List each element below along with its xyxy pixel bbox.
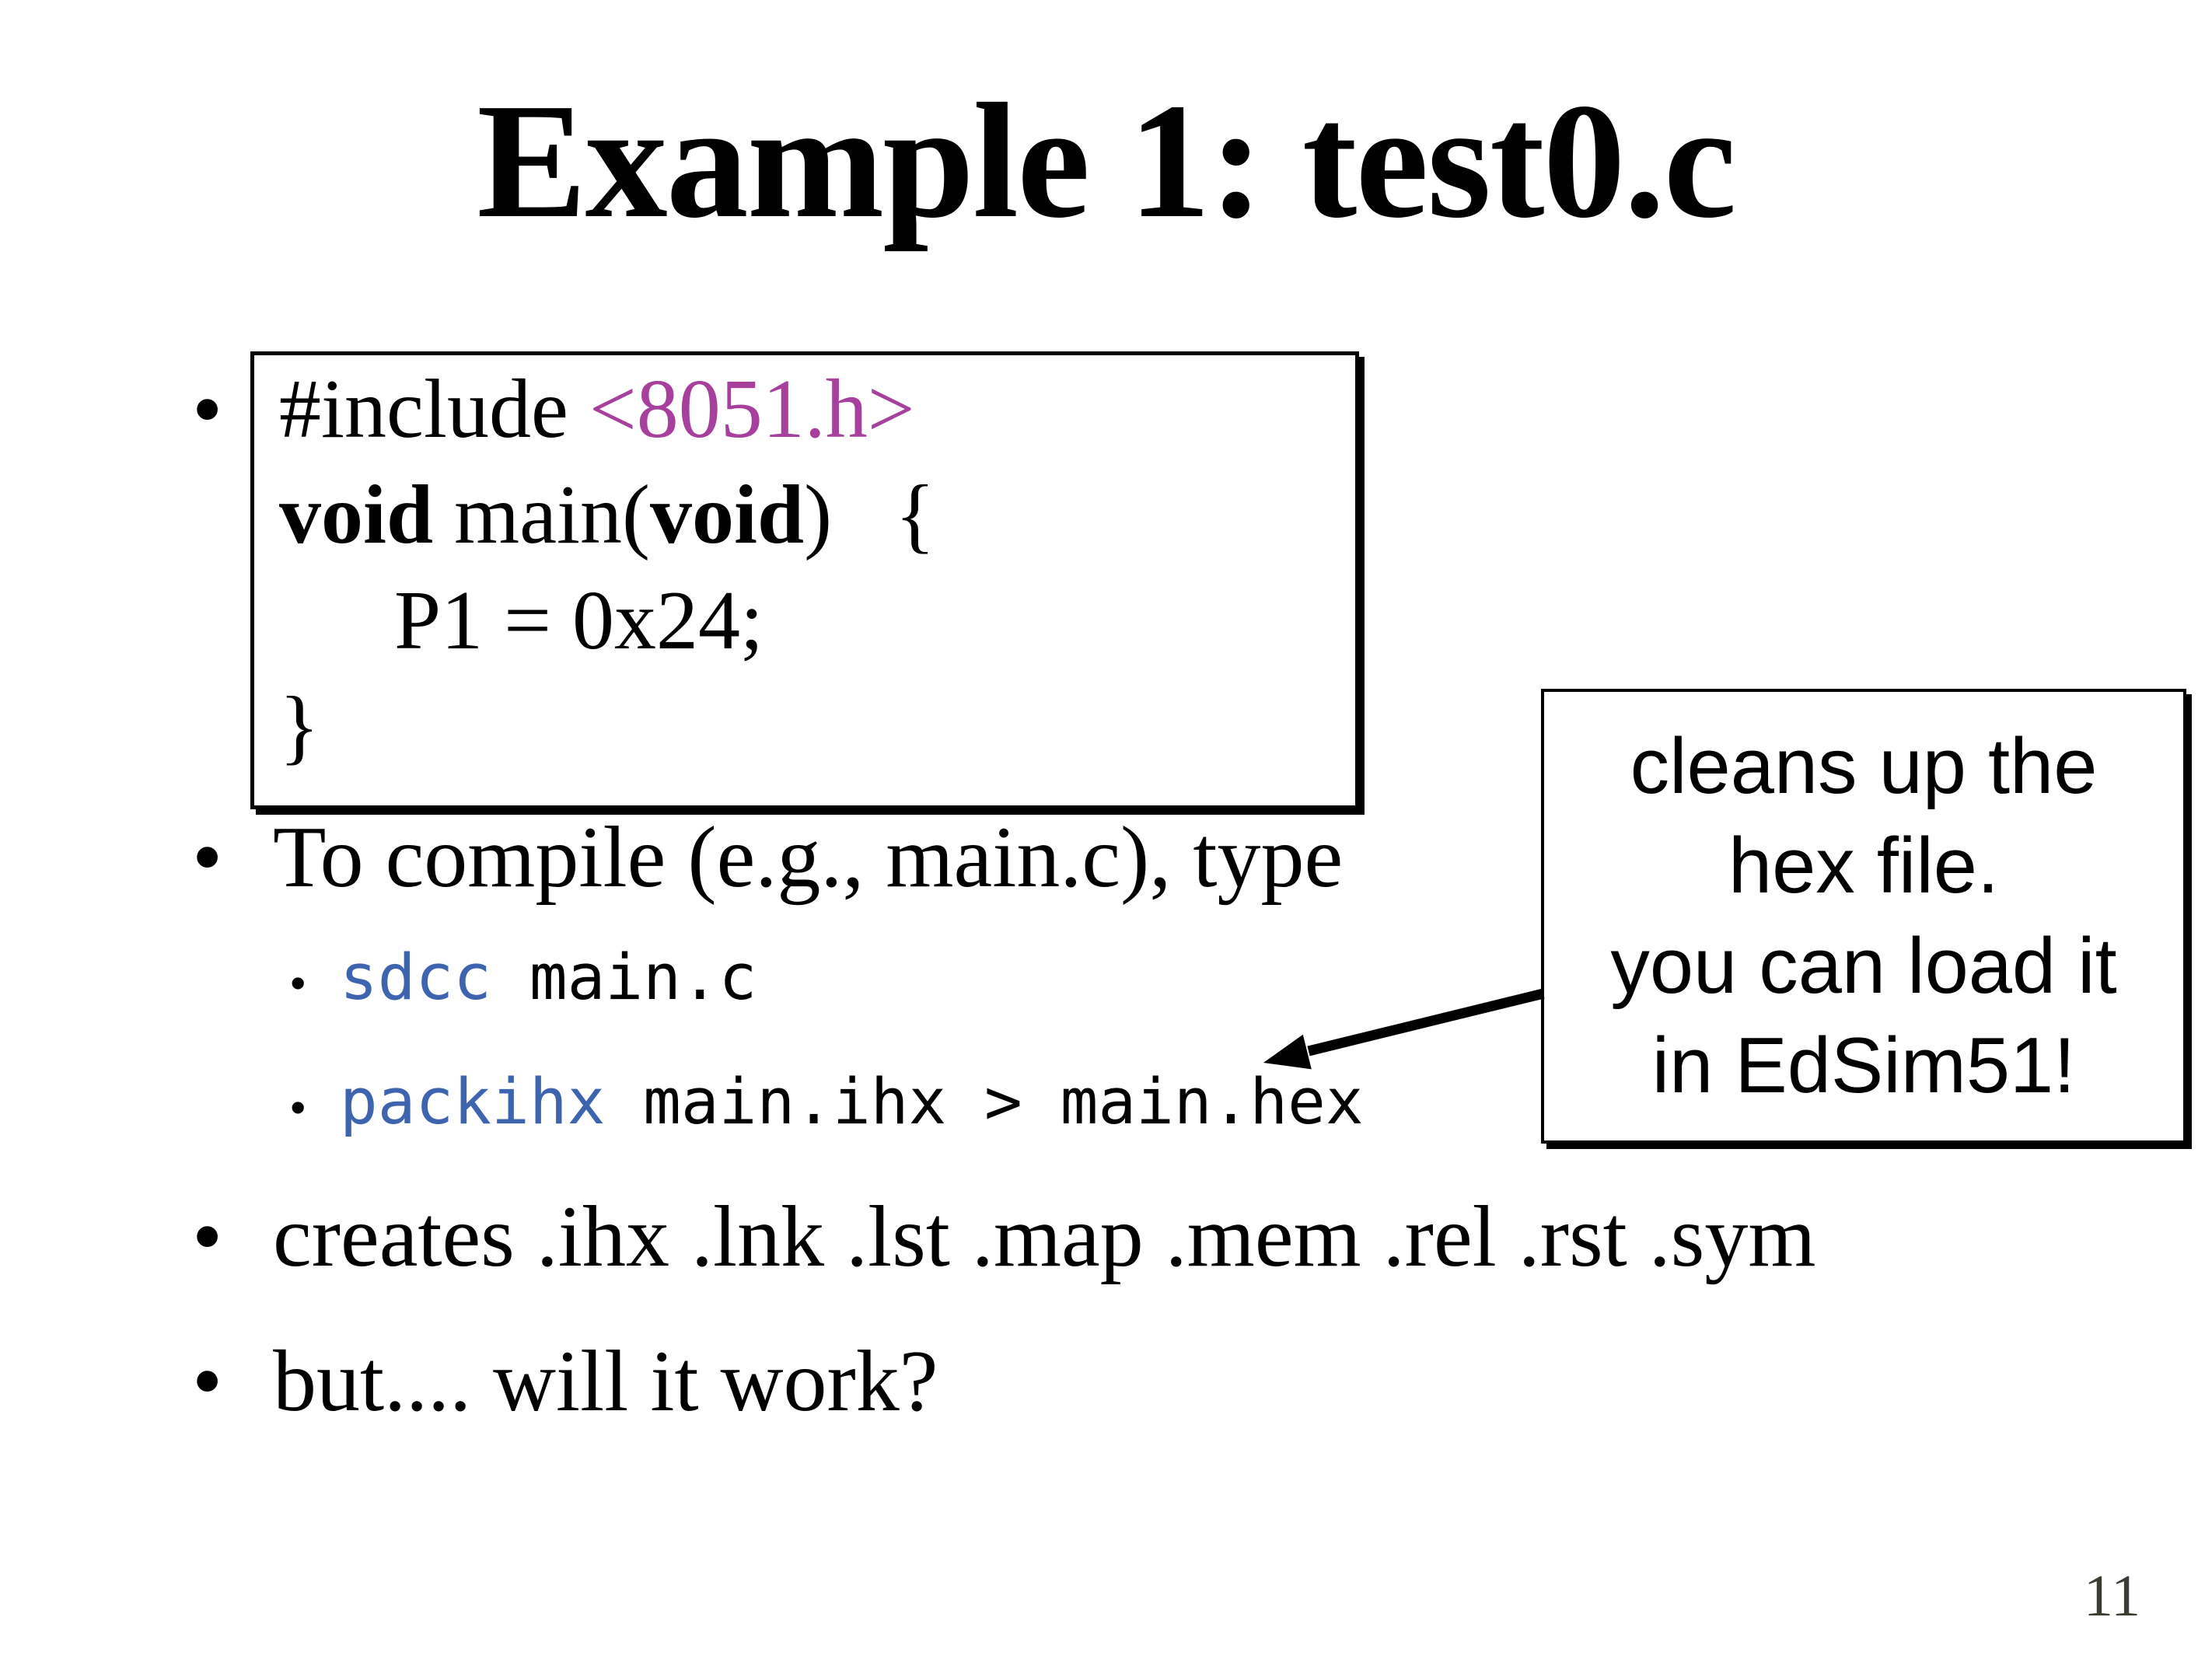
code-box: #include <8051.h> void main(void) { P1 =… bbox=[250, 351, 1359, 809]
code-line-include: #include <8051.h> bbox=[279, 357, 1355, 463]
callout-arrow-icon bbox=[1263, 988, 1545, 1070]
main-call-end: ) { bbox=[804, 469, 935, 561]
code-line-assignment: P1 = 0x24; bbox=[394, 575, 764, 667]
bullet-dot: • bbox=[192, 1333, 223, 1430]
callout-line: you can load it bbox=[1610, 922, 2117, 1010]
callout-line: cleans up the bbox=[1630, 722, 2098, 810]
command-args: main.ihx > main.hex bbox=[605, 1066, 1364, 1139]
command-name: packihx bbox=[340, 1066, 606, 1139]
keyword-void: void bbox=[279, 469, 434, 561]
command-name: sdcc bbox=[340, 941, 492, 1015]
sub-bullet-dot: • bbox=[289, 955, 307, 1011]
page-number: 11 bbox=[2083, 1563, 2140, 1629]
callout-line: hex file. bbox=[1728, 823, 2000, 910]
code-line-closebrace: } bbox=[279, 680, 320, 773]
bullet-work: but.... will it work? bbox=[273, 1333, 938, 1430]
include-directive: #include bbox=[279, 363, 589, 456]
command-sdcc: sdcc main.c bbox=[340, 941, 757, 1016]
bullet-dot: • bbox=[192, 361, 223, 458]
bullet-creates: creates .ihx .lnk .lst .map .mem .rel .r… bbox=[273, 1189, 1816, 1285]
bullet-dot: • bbox=[192, 1189, 223, 1285]
bullet-dot: • bbox=[192, 809, 223, 906]
callout-box: cleans up the hex file. you can load it … bbox=[1541, 689, 2186, 1144]
main-call: main( bbox=[433, 469, 650, 561]
command-args: main.c bbox=[491, 941, 757, 1015]
header-name: <8051.h> bbox=[589, 363, 915, 456]
bullet-compile: To compile (e.g., main.c), type bbox=[273, 809, 1344, 906]
command-packihx: packihx main.ihx > main.hex bbox=[340, 1065, 1364, 1140]
sub-bullet-dot: • bbox=[289, 1080, 307, 1135]
code-line-main: void main(void) { bbox=[279, 463, 1355, 568]
keyword-void: void bbox=[650, 469, 805, 561]
callout-line: in EdSim51! bbox=[1651, 1022, 2076, 1109]
slide-title: Example 1: test0.c bbox=[477, 69, 1736, 252]
